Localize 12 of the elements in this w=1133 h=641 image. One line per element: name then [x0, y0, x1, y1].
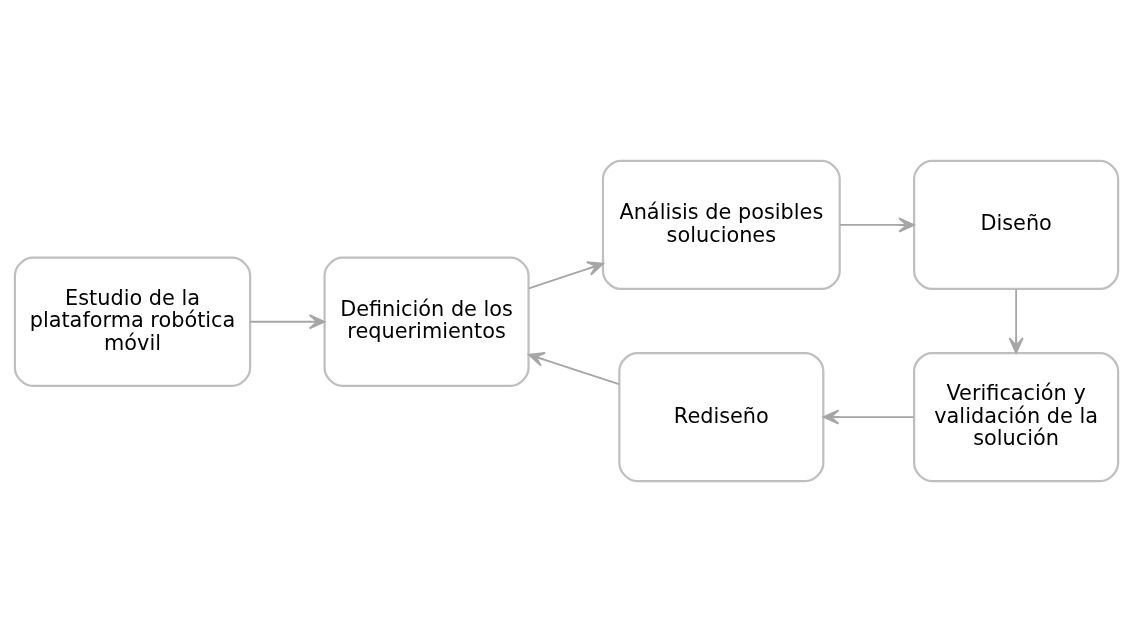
node-box: Análisis de posibles soluciones: [601, 159, 841, 290]
node-box: Rediseño: [618, 351, 825, 482]
node-box: Estudio de la plataforma robótica móvil: [13, 256, 252, 387]
arrow: [528, 260, 604, 289]
arrow: [838, 216, 915, 233]
node-box: Definición de los requerimientos: [323, 256, 530, 387]
node-box: Verificación y validación de la solución: [913, 351, 1120, 482]
arrow: [822, 408, 915, 425]
arrow: [528, 351, 620, 385]
arrow: [1008, 288, 1024, 354]
arrow: [249, 313, 326, 329]
node-box: Diseño: [913, 159, 1120, 290]
